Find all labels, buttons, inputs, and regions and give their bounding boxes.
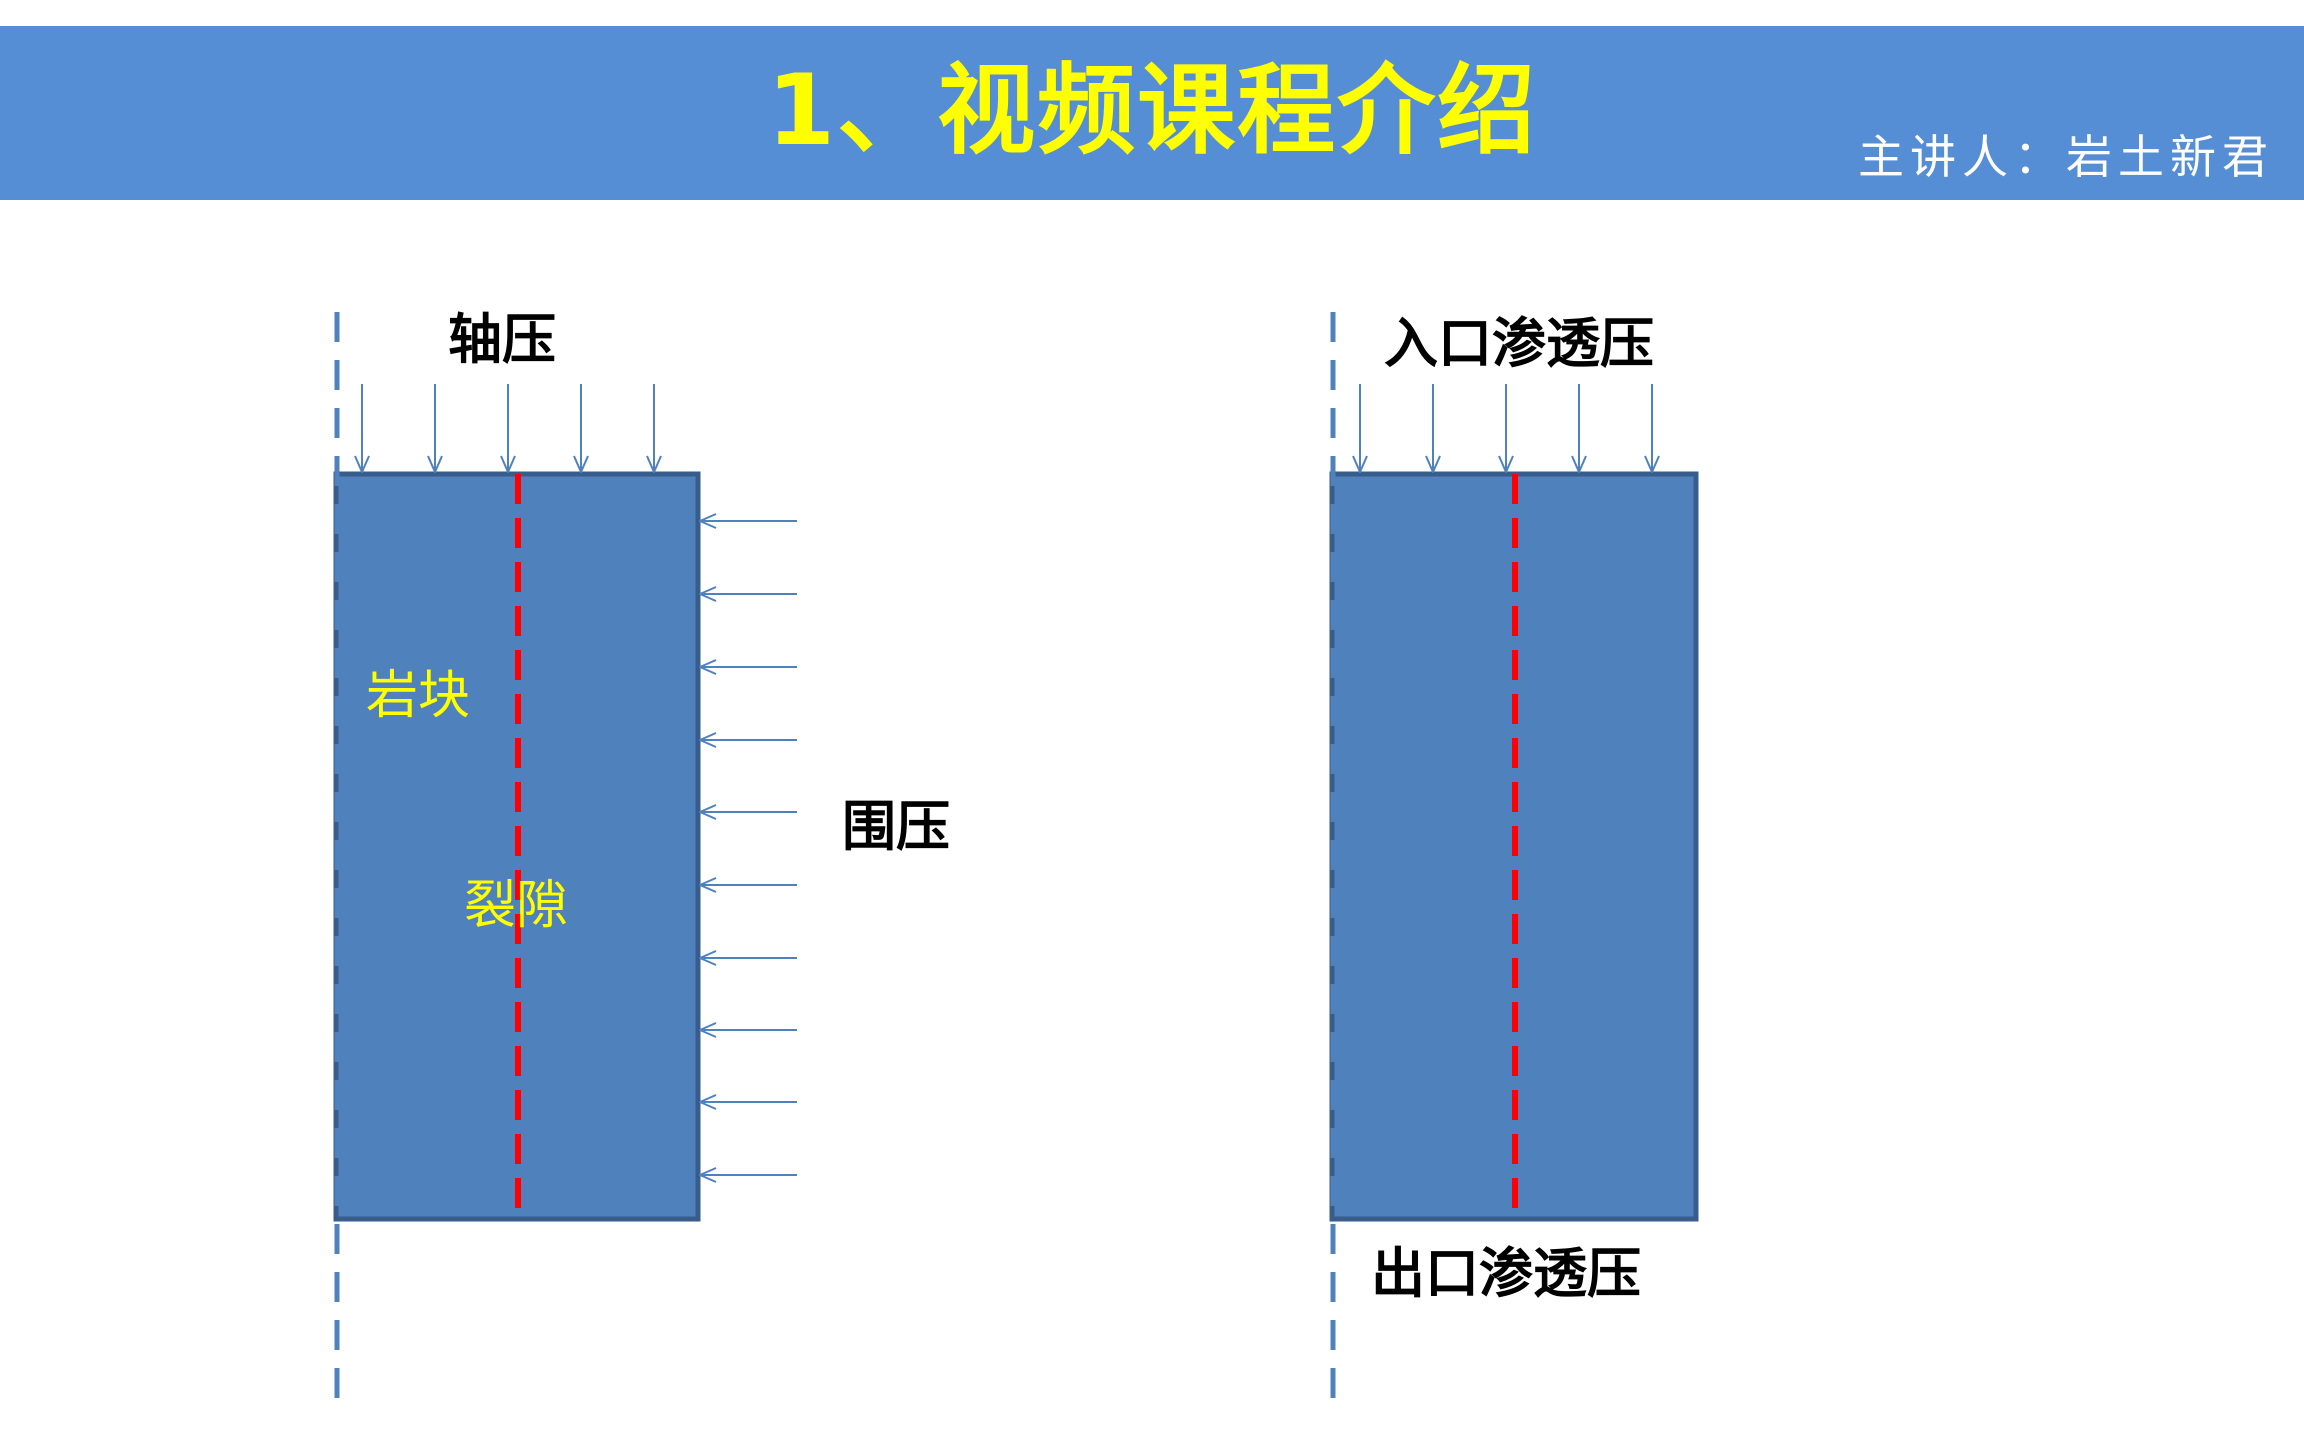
inlet-pressure-label: 入口渗透压	[1384, 312, 1654, 375]
right-diagram	[1329, 312, 1699, 1402]
header-bar	[0, 26, 2304, 200]
axial-pressure-label: 轴压	[448, 308, 556, 371]
presenter-label: 主讲人：岩土新君	[1858, 130, 2274, 184]
inlet-pressure-arrows	[1360, 384, 1652, 472]
confining-pressure-arrows	[700, 521, 797, 1175]
rock-block-label: 岩块	[366, 666, 471, 726]
left-diagram	[333, 312, 797, 1402]
axial-pressure-arrows	[362, 384, 654, 472]
confining-pressure-label: 围压	[842, 795, 950, 858]
outlet-pressure-label: 出口渗透压	[1371, 1242, 1641, 1305]
slide-title: 1、视频课程介绍	[766, 54, 1538, 168]
fracture-label: 裂隙	[464, 876, 569, 936]
